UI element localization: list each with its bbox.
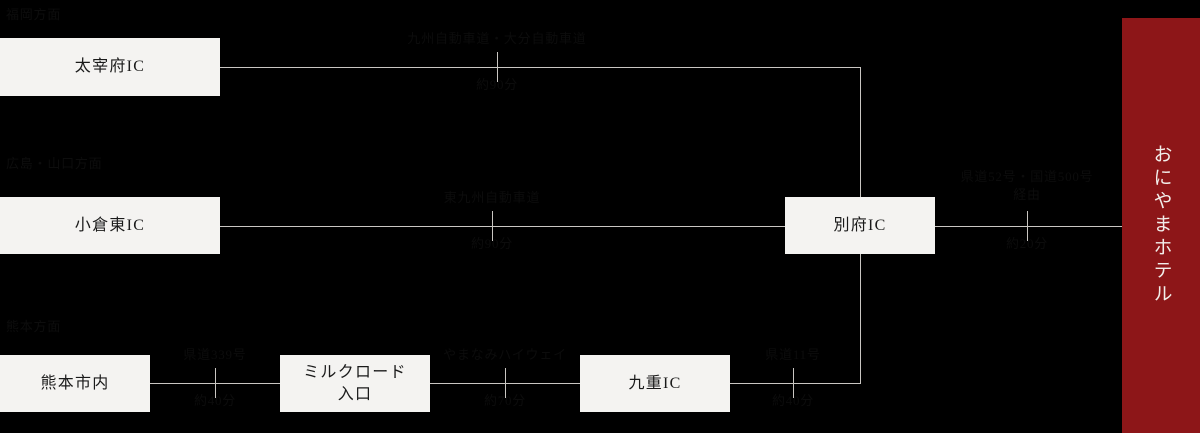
node-kokura-higashi-ic: 小倉東IC [0,197,220,254]
segment-label-milkroad-kokonoe-road: やまなみハイウェイ [443,347,567,362]
hotel-banner: おにやまホテル [1122,18,1200,433]
segment-label-dazaifu-beppu-duration: 約90分 [475,77,519,92]
segment-label-milkroad-kokonoe-duration: 約70分 [483,393,527,408]
segment-label-kokura-beppu-duration: 約90分 [470,236,514,251]
segment-label-dazaifu-beppu-road: 九州自動車道・大分自動車道 [407,31,587,46]
node-kokonoe-ic: 九重IC [580,355,730,412]
segment-label-kokonoe-beppu-duration: 約40分 [771,393,815,408]
line-beppu-to-hotel [935,226,1123,227]
segment-label-beppu-hotel-duration: 約20分 [1005,236,1049,251]
node-milkroad-iriguchi: ミルクロード 入口 [280,355,430,412]
tick-kokonoe-beppu [793,368,794,398]
node-kumamoto-shinai: 熊本市内 [0,355,150,412]
node-beppu-ic: 別府IC [785,197,935,254]
tick-beppu-hotel [1027,211,1028,241]
line-dazaifu-to-beppu [220,67,861,68]
node-dazaifu-ic: 太宰府IC [0,38,220,96]
tick-kumamoto-milkroad [215,368,216,398]
line-kokura-to-beppu [220,226,786,227]
segment-label-kokonoe-beppu-road: 県道11号 [765,347,821,362]
line-kokonoe-to-trunk [730,383,861,384]
tick-kokura-beppu [492,211,493,241]
segment-label-kokura-beppu-road: 東九州自動車道 [443,190,541,205]
segment-label-kumamoto-milkroad-road: 県道339号 [183,347,247,362]
heading-fukuoka: 福岡方面 [6,7,62,22]
heading-hiroshima: 広島・山口方面 [6,156,103,171]
heading-kumamoto: 熊本方面 [6,319,62,334]
hotel-banner-label: おにやまホテル [1150,144,1172,307]
tick-milkroad-kokonoe [505,368,506,398]
segment-label-beppu-hotel-road2: 経由 [1013,187,1041,202]
segment-label-kumamoto-milkroad-duration: 約40分 [193,393,237,408]
tick-dazaifu-beppu [497,52,498,82]
segment-label-beppu-hotel-road: 県道52号・国道500号 [960,169,1094,184]
